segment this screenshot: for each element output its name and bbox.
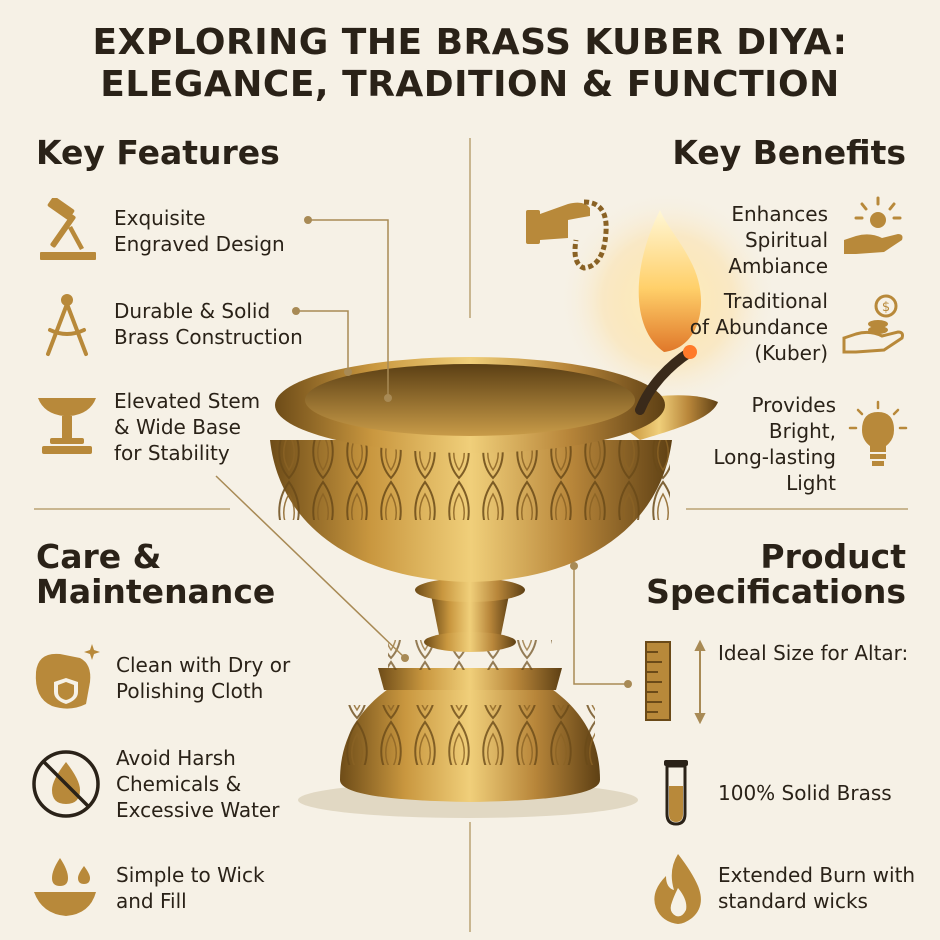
svg-text:$: $ — [882, 300, 890, 315]
center-divider-bottom — [469, 822, 471, 932]
left-divider — [34, 508, 230, 510]
wick-ember — [683, 345, 697, 359]
test-tube-icon — [664, 760, 688, 826]
pedestal-icon — [38, 398, 96, 454]
callout-line-size — [573, 566, 628, 685]
key-features-heading: Key Features — [36, 133, 280, 172]
flame-icon — [654, 854, 701, 924]
diya-drop-icon — [34, 858, 96, 916]
no-water-icon — [32, 750, 100, 818]
spec-burn-text: Extended Burn with standard wicks — [718, 863, 916, 913]
callout-dot-1b — [384, 394, 392, 402]
callout-dot-2b — [344, 368, 352, 376]
benefit-abundance-text: Traditional of Abundance (Kuber) — [689, 289, 828, 365]
compass-icon — [46, 294, 88, 356]
hand-coins-icon: $ — [842, 294, 904, 354]
diya-bowl-inner — [305, 364, 635, 436]
spec-size-text: Ideal Size for Altar: — [718, 641, 909, 665]
callout-line-stem — [215, 475, 406, 659]
diya-bowl-band — [272, 440, 670, 520]
hammer-chisel-icon — [40, 198, 96, 260]
diya-stem-collar2 — [424, 632, 516, 652]
page-title-line2: ELEGANCE, TRADITION & FUNCTION — [100, 64, 840, 105]
callout-dot-4a — [570, 562, 578, 570]
callout-line-engraved — [308, 219, 389, 398]
ruler-icon — [645, 639, 706, 724]
center-divider-top — [469, 138, 471, 318]
feature-engraved-text: Exquisite Engraved Design — [114, 206, 285, 256]
spec-brass-text: 100% Solid Brass — [718, 781, 892, 805]
benefit-light-text: Provides Bright, Long-lasting Light — [713, 393, 836, 495]
specs-heading: Product Specifications — [646, 537, 906, 611]
hand-mala-icon — [526, 199, 609, 271]
hand-sun-icon — [844, 196, 903, 254]
callout-dot-3a — [401, 654, 409, 662]
diya-base-ring — [378, 668, 562, 690]
cloth-sparkle-icon — [35, 644, 100, 709]
callout-dot-4b — [624, 680, 632, 688]
diya-base-band — [345, 705, 595, 765]
lightbulb-icon — [848, 400, 908, 466]
diya-stem — [430, 590, 510, 640]
benefit-spiritual-text: Enhances Spiritual Ambiance — [728, 202, 828, 278]
right-divider — [686, 508, 908, 510]
key-benefits-heading: Key Benefits — [672, 133, 906, 172]
diya-flame — [638, 210, 702, 352]
page-title-line1: EXPLORING THE BRASS KUBER DIYA: — [92, 22, 848, 63]
care-clean-text: Clean with Dry or Polishing Cloth — [116, 653, 291, 703]
callout-dot-2a — [292, 307, 300, 315]
care-avoid-text: Avoid Harsh Chemicals & Excessive Water — [116, 746, 280, 822]
diya-stem-collar — [415, 578, 525, 602]
callout-line-brass — [296, 310, 349, 372]
care-wick-text: Simple to Wick and Fill — [116, 863, 265, 913]
care-heading: Care & Maintenance — [36, 537, 276, 611]
feature-stem-text: Elevated Stem & Wide Base for Stability — [114, 389, 261, 465]
feature-brass-text: Durable & Solid Brass Construction — [114, 299, 303, 349]
callout-dot-1a — [304, 216, 312, 224]
